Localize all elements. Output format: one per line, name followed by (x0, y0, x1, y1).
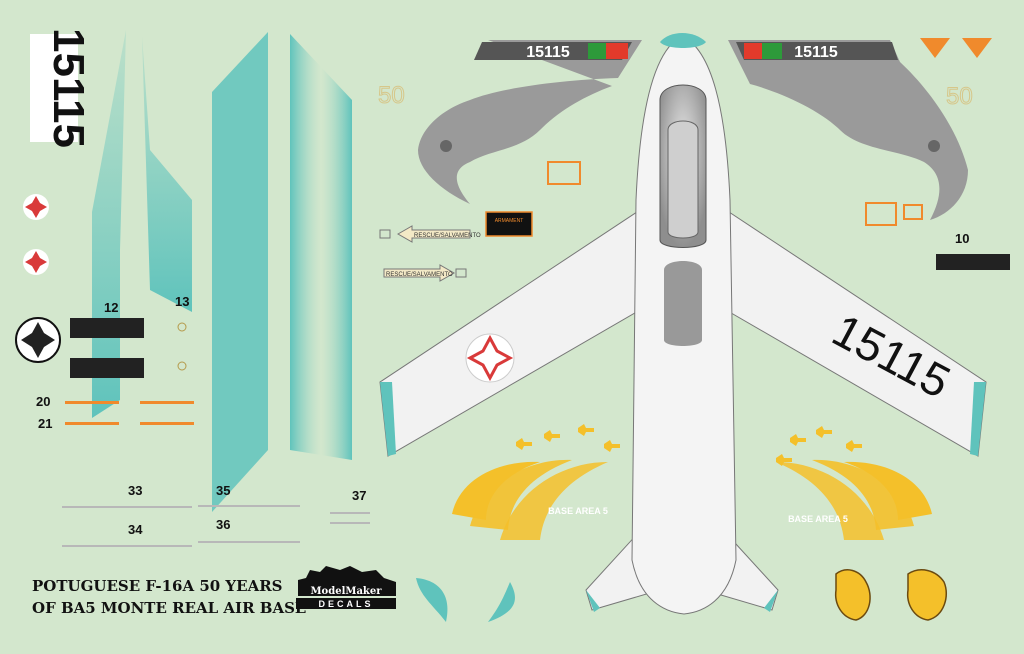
swoosh-right: BASE AREA 5 (776, 459, 932, 540)
svg-text:ModelMaker: ModelMaker (310, 586, 382, 597)
svg-text:15115: 15115 (794, 44, 838, 61)
title-line-2: OF BA5 MONTE REAL AIR BASE (32, 599, 306, 617)
armament-placard: ARMAMENT (485, 211, 533, 237)
orange-boxes (547, 161, 923, 226)
aircraft-topview: 15115 (379, 33, 987, 615)
svg-text:RESCUE/SALVAMENTO: RESCUE/SALVAMENTO (414, 233, 481, 239)
teal-stripe-panel (212, 32, 352, 512)
svg-text:BASE AREA 5: BASE AREA 5 (548, 506, 608, 516)
number-35: 35 (216, 483, 230, 498)
number-20: 20 (36, 394, 50, 409)
number-33: 33 (128, 483, 142, 498)
modelmaker-logo: ModelMaker DECALS (296, 566, 396, 609)
thin-grey-lines (62, 505, 370, 547)
rescue-arrow-1: RESCUE/SALVAMENTO (379, 225, 481, 243)
orange-stripes (65, 401, 194, 425)
svg-text:DECALS: DECALS (318, 599, 373, 609)
cross-roundel-2 (23, 249, 49, 275)
serial-box-left: 15115 (30, 28, 93, 148)
number-13: 13 (175, 294, 189, 309)
swoosh-left: BASE AREA 5 (452, 459, 608, 540)
eagle-left: 15115 (418, 40, 642, 204)
number-12: 12 (104, 300, 118, 315)
svg-text:15115: 15115 (526, 44, 570, 61)
talon-left (834, 569, 871, 621)
svg-text:RESCUE/SALVAMENTO: RESCUE/SALVAMENTO (386, 272, 453, 278)
jet-silhouettes (516, 424, 862, 466)
number-34: 34 (128, 522, 143, 537)
number-21: 21 (38, 416, 52, 431)
svg-text:BASE AREA 5: BASE AREA 5 (788, 514, 848, 524)
eagle-right: 15115 (728, 40, 968, 220)
anniversary-left: 50 (378, 82, 405, 109)
cross-roundel-black (15, 317, 61, 363)
talon-right (906, 569, 948, 621)
anniversary-right: 50 (946, 83, 973, 110)
serial-vertical-text: 15115 (44, 28, 93, 148)
rescue-arrow-2: RESCUE/SALVAMENTO (383, 264, 467, 282)
stencil-placards (70, 254, 1010, 378)
title-line-1: POTUGUESE F-16A 50 YEARS (32, 577, 283, 595)
cross-roundel-1 (23, 194, 49, 220)
orange-triangle-badges (920, 38, 992, 58)
svg-text:ARMAMENT: ARMAMENT (495, 218, 524, 224)
number-10: 10 (955, 231, 969, 246)
teal-fillets (416, 578, 515, 622)
number-37: 37 (352, 488, 366, 503)
number-36: 36 (216, 517, 230, 532)
